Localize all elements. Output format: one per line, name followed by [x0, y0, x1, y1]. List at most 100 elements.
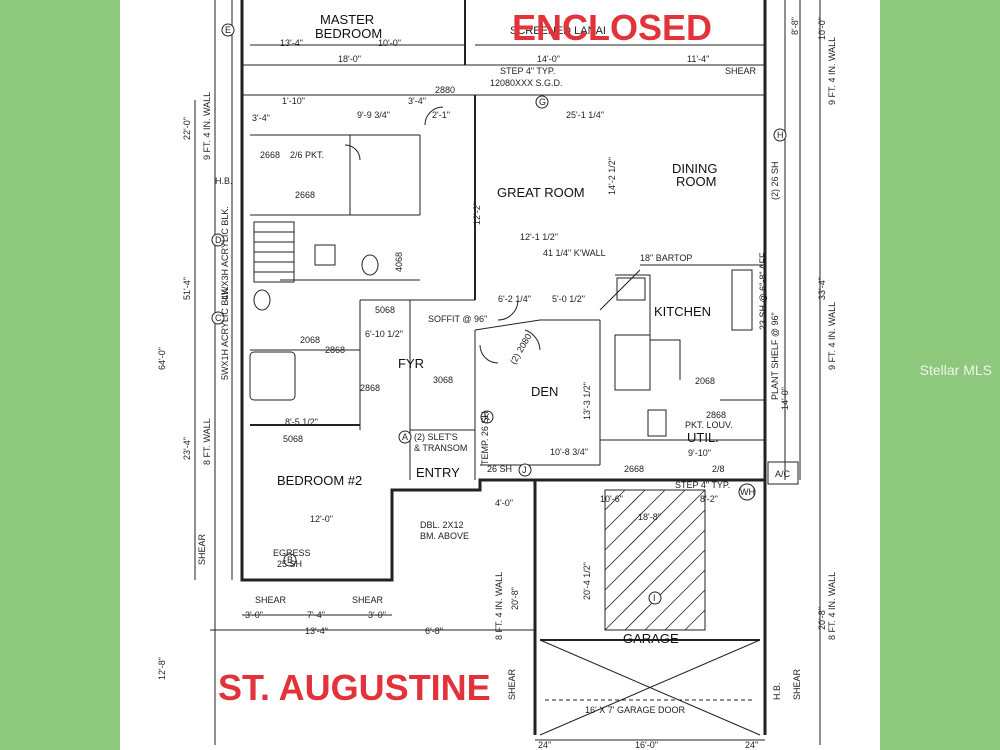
dim-9-9: 9'-9 3/4" [357, 110, 390, 120]
marker-k: K [480, 410, 494, 424]
dim-25-1: 25'-1 1/4" [566, 110, 604, 120]
dim-1-10: 1'-10" [282, 96, 305, 106]
dim-3-0: 3'-0" [245, 610, 263, 620]
marker-a: A [398, 430, 412, 444]
note-temp: TEMP. 26 SH [480, 411, 490, 465]
svg-text:G: G [539, 97, 546, 107]
room-ac: A/C [775, 469, 791, 479]
dim-2-8: 2/8 [712, 464, 725, 474]
note-shear-garage-right: SHEAR [792, 668, 802, 700]
dim-18-8: 18'-8" [638, 512, 661, 522]
svg-text:A: A [402, 432, 408, 442]
note-step-typ-2: STEP 4" TYP. [675, 480, 730, 490]
note-egress-sh: 25 SH [277, 559, 302, 569]
door-code-11: 2068 [695, 376, 715, 386]
door-code-7: 2868 [325, 345, 345, 355]
dim-8-8: 8'-8" [790, 17, 800, 35]
note-plant-shelf: PLANT SHELF @ 96" [770, 312, 780, 400]
note-wall-9ft-right: 9 FT. 4 IN. WALL [827, 37, 837, 105]
svg-text:H: H [777, 130, 784, 140]
marker-b: B [283, 553, 297, 567]
note-shear-left: SHEAR [197, 533, 207, 565]
dim-16-0: 16'-0" [635, 740, 658, 750]
note-egress: EGRESS [273, 548, 311, 558]
room-entry: ENTRY [416, 465, 460, 480]
note-hb: H.B. [215, 176, 233, 186]
dim-8-2: 8'-2" [700, 494, 718, 504]
room-dining-2: ROOM [676, 174, 716, 189]
dim-51-4: 51'-4" [182, 277, 192, 300]
room-screened-lanai: SCREENED LANAI [510, 25, 606, 37]
note-acrylic-1: 4WX3H ACRYLIC BLK. [220, 206, 230, 300]
marker-c: C [211, 311, 225, 325]
svg-text:I: I [653, 593, 656, 603]
dim-23-4: 23'-4" [182, 437, 192, 460]
dim-3-0b: 3'-0" [368, 610, 386, 620]
dim-6-10: 6'-10 1/2" [365, 329, 403, 339]
dim-11-4: 11'-4" [687, 54, 709, 64]
dim-13-3: 13'-3 1/2" [582, 382, 592, 420]
svg-text:D: D [215, 235, 222, 245]
room-bedroom-2: BEDROOM #2 [277, 473, 362, 488]
dim-4-0: 4'-0" [495, 498, 513, 508]
floor-plan-sheet: E G H D C A B K J I MASTER BEDROOM SCREE… [120, 0, 880, 750]
door-code-6: 2068 [300, 335, 320, 345]
note-transom: & TRANSOM [414, 443, 467, 453]
marker-g: G [535, 95, 549, 109]
dim-13-4: 13'-4" [280, 38, 303, 48]
door-code-2: 2668 [260, 150, 280, 160]
marker-e: E [221, 23, 235, 37]
room-master-bedroom-2: BEDROOM [315, 26, 382, 41]
dim-5-0: 5'-0 1/2" [552, 294, 585, 304]
note-sgd: 12080XXX S.G.D. [490, 78, 563, 88]
grid-markers: E G H D C A B K J I [211, 23, 787, 605]
svg-text:B: B [287, 555, 293, 565]
note-pkt-louv: PKT. LOUV. [685, 420, 733, 430]
note-shear-3: SHEAR [352, 595, 384, 605]
watermark: Stellar MLS [919, 362, 992, 378]
note-hb-garage: H.B. [772, 682, 782, 700]
note-slets: (2) SLET'S [414, 432, 458, 442]
room-den: DEN [531, 384, 558, 399]
door-code-4: 4068 [394, 252, 404, 272]
dim-3-4b: 3'-4" [408, 96, 426, 106]
door-code-13: 2668 [624, 464, 644, 474]
room-kitchen: KITCHEN [654, 304, 711, 319]
svg-text:J: J [522, 465, 527, 475]
note-wall-9ft-left: 9 FT. 4 IN. WALL [202, 92, 212, 160]
note-garage-door: 16' X 7' GARAGE DOOR [585, 705, 685, 715]
room-util: UTIL. [687, 430, 719, 445]
room-foyer: FYR [398, 356, 424, 371]
note-sh26: 26 SH [487, 464, 512, 474]
floor-plan-drawing: E G H D C A B K J I MASTER BEDROOM SCREE… [157, 0, 837, 750]
dim-9-10: 9'-10" [688, 448, 711, 458]
note-wall-8ft-right: 8 FT. 4 IN. WALL [827, 572, 837, 640]
note-pkt: 2/6 PKT. [290, 150, 324, 160]
dim-22-0: 22'-0" [182, 117, 192, 140]
note-shear-1: SHEAR [725, 66, 757, 76]
note-acrylic-2: 5WX1H ACRYLIC BLK. [220, 286, 230, 380]
door-code-5: 5068 [375, 305, 395, 315]
dim-12-2: 12'-2" [472, 202, 482, 225]
room-wh: WH [740, 487, 755, 497]
door-code-8: 2868 [360, 383, 380, 393]
dim-3-4: 3'-4" [252, 113, 270, 123]
marker-j: J [518, 463, 532, 477]
room-master-bedroom-1: MASTER [320, 12, 374, 27]
room-garage: GARAGE [623, 631, 679, 646]
note-sh23: 23 SH @ 6"-8" AFF [758, 252, 768, 330]
note-wall-8ft-garage: 8 FT. 4 IN. WALL [494, 572, 504, 640]
note-kwall: 41 1/4" K'WALL [543, 248, 606, 258]
dim-20-8: 20'-8" [510, 587, 520, 610]
dim-12-1: 12'-1 1/2" [520, 232, 558, 242]
note-step-typ: STEP 4" TYP. [500, 66, 555, 76]
overlay-st-augustine: ST. AUGUSTINE [218, 667, 491, 708]
room-great-room: GREAT ROOM [497, 185, 585, 200]
note-bm: BM. ABOVE [420, 531, 469, 541]
dim-13-4b: 13'-4" [305, 626, 328, 636]
door-code-1: 2880 [435, 85, 455, 95]
room-dining-1: DINING [672, 161, 718, 176]
note-soffit: SOFFIT @ 96" [428, 314, 487, 324]
note-dbl: DBL. 2X12 [420, 520, 464, 530]
dim-8-5: 8'-5 1/2" [285, 417, 318, 427]
